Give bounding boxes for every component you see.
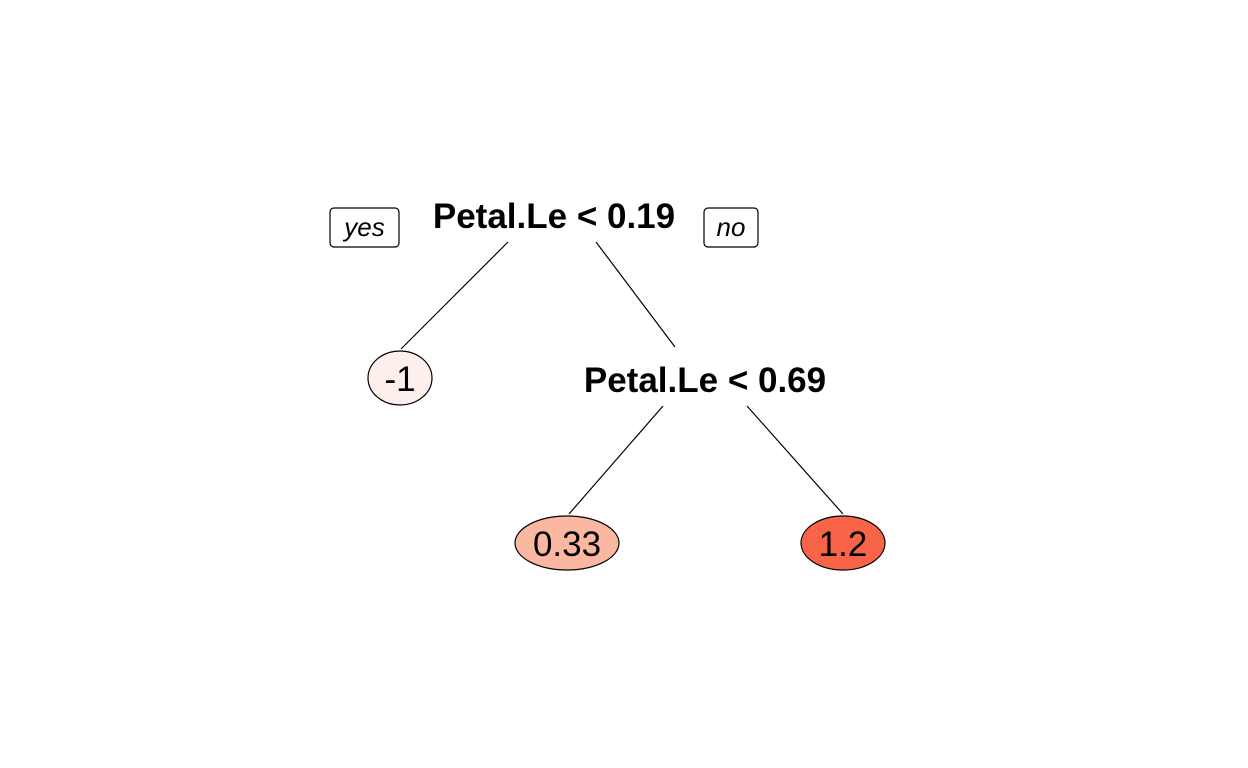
leaf-mid-value: 0.33 xyxy=(533,525,601,564)
edge-node2-to-leaf-mid xyxy=(568,405,664,515)
yes-label: yes xyxy=(342,212,384,242)
edge-node2-to-leaf-right xyxy=(746,405,844,515)
leaf-left-value: -1 xyxy=(384,360,415,399)
edge-root-to-node2 xyxy=(595,241,676,348)
leaf-mid xyxy=(514,515,620,571)
no-label-box xyxy=(703,207,759,248)
leaf-right-value: 1.2 xyxy=(819,525,868,564)
edge-root-to-leaf-left xyxy=(400,241,509,350)
leaf-left xyxy=(367,350,433,406)
leaf-right xyxy=(800,515,886,571)
node2-split-label: Petal.Le < 0.69 xyxy=(584,361,826,400)
yes-label-box xyxy=(329,207,400,248)
no-label: no xyxy=(717,212,746,242)
root-split-label: Petal.Le < 0.19 xyxy=(433,197,675,236)
